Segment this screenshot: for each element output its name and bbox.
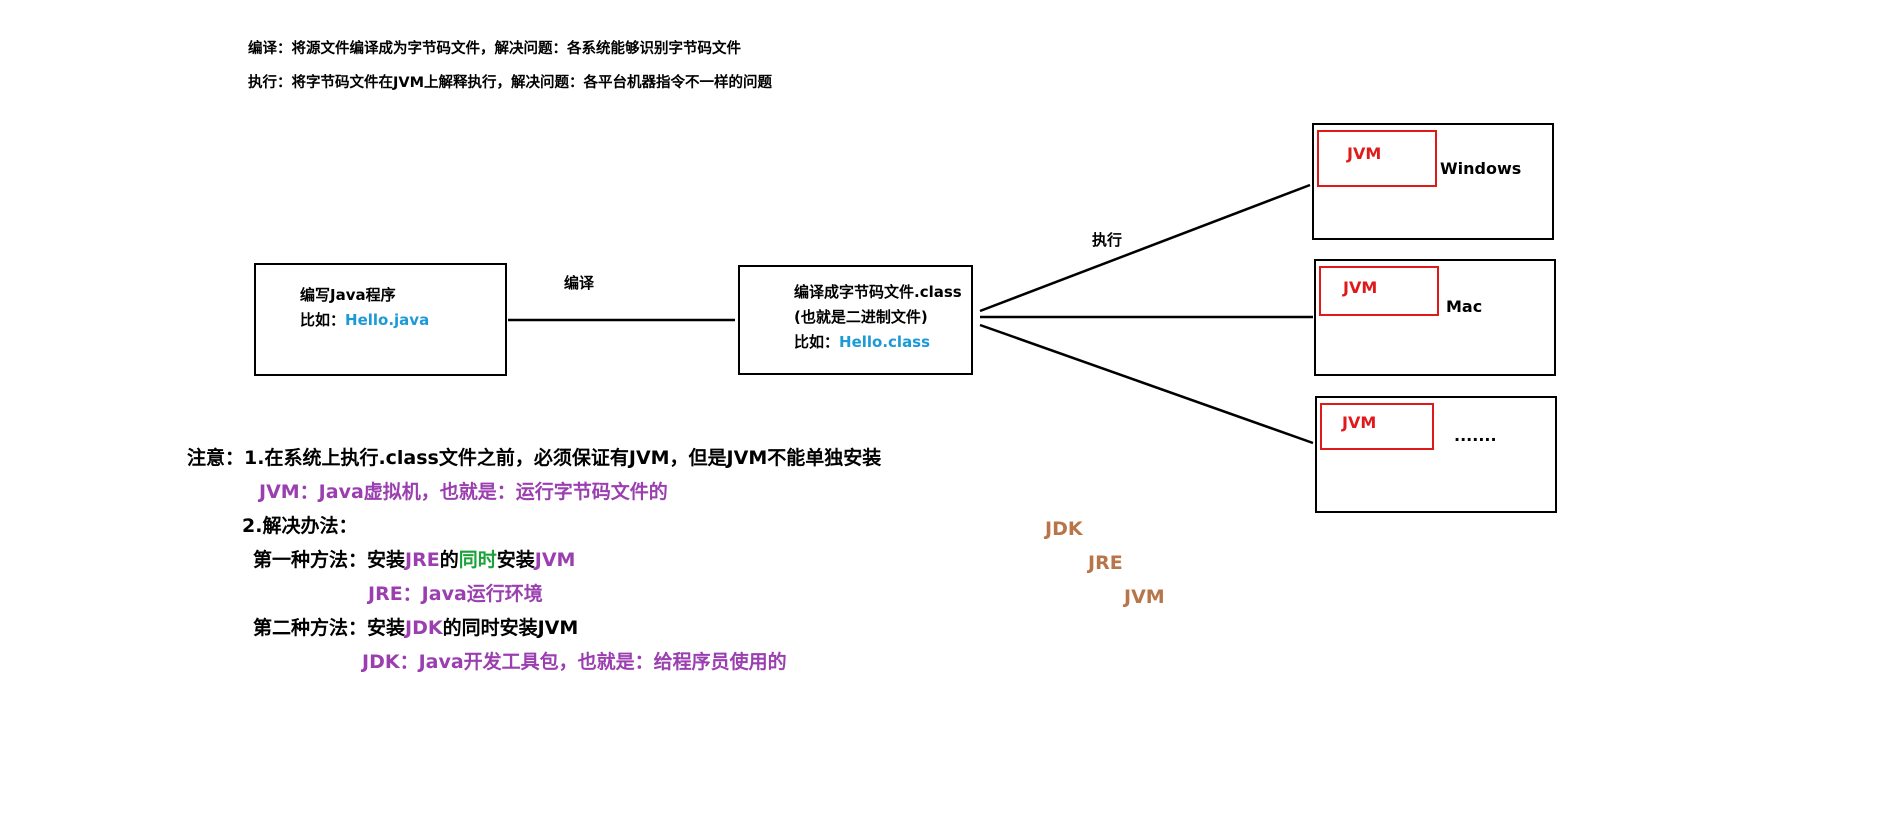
method-one: 第一种方法：安装JRE的同时安装JVM	[253, 545, 575, 572]
jvm-box-windows: JVM	[1317, 130, 1437, 187]
bytecode-example-file: Hello.class	[839, 333, 931, 351]
bytecode-box: 编译成字节码文件.class (也就是二进制文件) 比如：Hello.class	[738, 265, 973, 375]
edge-to-others	[979, 323, 1314, 445]
method-one-jre: JRE	[405, 549, 440, 571]
method-one-de: 的	[439, 549, 459, 571]
note-2: 2.解决办法：	[242, 515, 358, 537]
method-two-jdk: JDK	[405, 617, 443, 639]
source-example-file: Hello.java	[345, 311, 430, 329]
bytecode-box-example: 比如：Hello.class	[794, 330, 930, 355]
hierarchy-jdk: JDK	[1045, 518, 1083, 540]
note-1: 注意：1.在系统上执行.class文件之前，必须保证有JVM，但是JVM不能单独…	[187, 447, 882, 469]
bytecode-box-subtitle: (也就是二进制文件)	[794, 308, 928, 326]
jvm-box-mac: JVM	[1319, 266, 1439, 316]
method-one-jvm: JVM	[534, 549, 576, 571]
source-box-example: 比如：Hello.java	[300, 308, 429, 333]
platform-name-windows: Windows	[1440, 159, 1522, 178]
execute-label: 执行	[1092, 231, 1123, 249]
jdk-definition: JDK：Java开发工具包，也就是：给程序员使用的	[362, 651, 787, 673]
method-two-suffix: 的同时安装JVM	[442, 617, 579, 639]
platform-box-others: JVM .......	[1315, 396, 1557, 513]
method-two: 第二种方法：安装JDK的同时安装JVM	[253, 613, 578, 640]
source-program-box: 编写Java程序 比如：Hello.java	[254, 263, 507, 376]
source-box-title: 编写Java程序	[300, 286, 396, 304]
platform-name-mac: Mac	[1446, 297, 1483, 316]
compile-label: 编译	[564, 274, 595, 292]
platform-box-mac: JVM Mac	[1314, 259, 1556, 376]
method-one-simultaneous: 同时	[458, 549, 497, 571]
platform-box-windows: JVM Windows	[1312, 123, 1554, 240]
hierarchy-jre: JRE	[1088, 552, 1123, 574]
method-two-prefix: 第二种方法：安装	[253, 617, 406, 639]
jvm-label-others: JVM	[1342, 413, 1377, 432]
jvm-definition: JVM：Java虚拟机，也就是：运行字节码文件的	[259, 481, 668, 503]
bytecode-example-prefix: 比如：	[794, 333, 840, 351]
hierarchy-jvm: JVM	[1124, 586, 1165, 608]
jvm-label-mac: JVM	[1343, 278, 1378, 297]
platform-name-others: .......	[1454, 426, 1497, 445]
jvm-label-windows: JVM	[1347, 144, 1382, 163]
jre-definition: JRE：Java运行环境	[368, 583, 543, 605]
compile-description: 编译：将源文件编译成为字节码文件，解决问题：各系统能够识别字节码文件	[248, 41, 741, 57]
method-one-install: 安装	[496, 549, 535, 571]
edge-to-windows	[979, 183, 1311, 313]
method-one-prefix: 第一种方法：安装	[253, 549, 406, 571]
jvm-box-others: JVM	[1320, 403, 1434, 450]
source-example-prefix: 比如：	[300, 311, 346, 329]
bytecode-box-title: 编译成字节码文件.class	[794, 283, 962, 301]
execute-description: 执行：将字节码文件在JVM上解释执行，解决问题：各平台机器指令不一样的问题	[248, 75, 773, 91]
